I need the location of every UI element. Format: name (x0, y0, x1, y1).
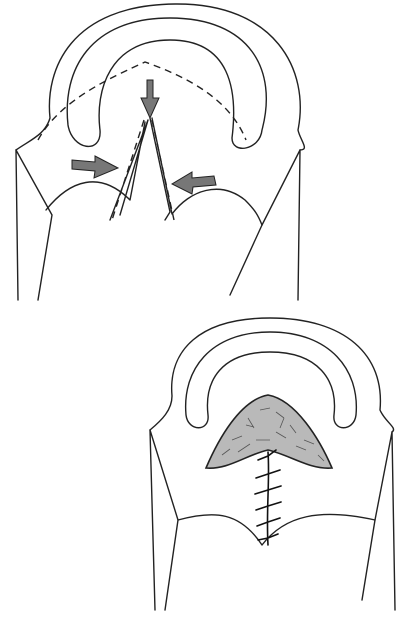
top-panel (16, 4, 304, 300)
bottom-panel (150, 318, 395, 610)
arrow-down-icon (141, 80, 159, 118)
top-right-cheek (230, 150, 300, 300)
dashed-incision-left (112, 120, 144, 220)
bottom-left-cheek (150, 430, 178, 610)
cleft-right-flap (150, 118, 170, 220)
bottom-right-cheek (362, 432, 395, 610)
arrow-right-icon (72, 156, 118, 178)
cleft-left-flap (110, 120, 148, 220)
top-left-cheek (16, 150, 52, 300)
suture-midline (267, 452, 268, 545)
dashed-incision-right (152, 120, 174, 220)
top-soft-palate-right (152, 118, 262, 225)
arrow-left-icon (172, 172, 216, 194)
top-inner-ridge (67, 18, 266, 148)
top-outer-arch (16, 4, 304, 150)
